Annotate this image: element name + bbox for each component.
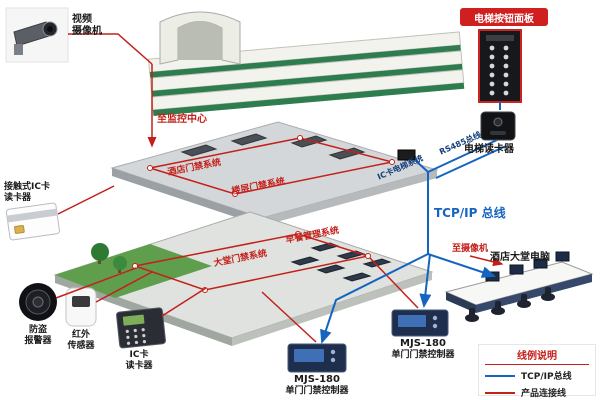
elevator-reader-label: 电梯读卡器 bbox=[464, 144, 514, 155]
lobby-desk bbox=[444, 251, 594, 322]
controller-desc: 单门门禁控制器 bbox=[391, 350, 455, 360]
ir-sensor-label: 红外 传感器 bbox=[67, 330, 95, 351]
elevator-reader-photo bbox=[480, 111, 516, 141]
video-camera-photo bbox=[5, 7, 69, 63]
legend-title: 线例说明 bbox=[517, 351, 557, 362]
to-camera-label: 至摄像机 bbox=[452, 244, 489, 254]
to-monitor-center-label: 至监控中心 bbox=[157, 114, 207, 125]
legend-label-tcpip: TCP/IP总线 bbox=[521, 372, 572, 382]
elevator-panel-label: 电梯按钮面板 bbox=[460, 8, 548, 26]
guest-floor bbox=[110, 121, 439, 226]
burglar-alarm-label: 防盗 报警器 bbox=[24, 325, 52, 346]
ir-sensor-photo bbox=[65, 287, 97, 327]
red-line-swatch bbox=[485, 391, 515, 394]
trees bbox=[91, 243, 127, 273]
floor-controller-box bbox=[397, 149, 416, 161]
video-camera-label: 视频 摄像机 bbox=[72, 14, 102, 37]
controller-model: MJS-180 bbox=[294, 374, 340, 385]
legend-divider bbox=[485, 364, 589, 365]
building-arch bbox=[159, 11, 241, 65]
contact-ic-reader-label: 接触式IC卡 读卡器 bbox=[4, 182, 50, 203]
door-controller-right-photo bbox=[391, 309, 449, 337]
tcpip-bus-label: TCP/IP 总线 bbox=[434, 206, 506, 220]
legend-label-product: 产品连接线 bbox=[521, 389, 567, 399]
burglar-alarm-photo bbox=[19, 283, 57, 321]
door-reader-node bbox=[132, 231, 371, 293]
elevator-panel-photo bbox=[478, 29, 522, 103]
ic-card-reader-photo bbox=[116, 307, 166, 349]
door-controller-center-label: MJS-180 单门门禁控制器 bbox=[272, 374, 362, 397]
building bbox=[147, 11, 465, 116]
legend-row-product: 产品连接线 bbox=[485, 386, 589, 399]
desk-chairs bbox=[465, 287, 555, 322]
restaurant-tables bbox=[290, 242, 392, 282]
product-connection-lines bbox=[55, 33, 504, 343]
door-reader-node bbox=[147, 135, 395, 197]
blue-line-swatch bbox=[485, 374, 515, 377]
legend-row-tcpip: TCP/IP总线 bbox=[485, 369, 589, 382]
controller-model: MJS-180 bbox=[400, 338, 446, 349]
door-controller-center-photo bbox=[287, 343, 347, 373]
lawn bbox=[55, 244, 212, 298]
ic-card-reader-label: IC卡 读卡器 bbox=[125, 350, 153, 371]
controller-desc: 单门门禁控制器 bbox=[285, 386, 349, 396]
guest-floor-furniture bbox=[180, 133, 366, 160]
legend: 线例说明 TCP/IP总线 产品连接线 bbox=[478, 344, 596, 399]
lobby-floor bbox=[53, 211, 434, 346]
lobby-computer-label: 酒店大堂电脑 bbox=[490, 252, 550, 263]
contact-ic-card-photo bbox=[5, 202, 60, 241]
tcpip-bus-lines bbox=[320, 102, 507, 344]
door-controller-right-label: MJS-180 单门门禁控制器 bbox=[378, 338, 468, 361]
